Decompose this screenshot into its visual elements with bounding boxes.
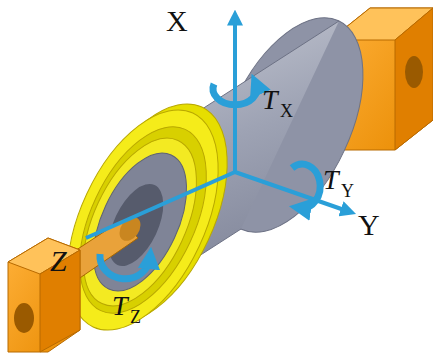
- yellow-flange: [37, 81, 258, 353]
- torque-arrows: [100, 84, 320, 279]
- axis-label: Z: [50, 246, 67, 276]
- axis-label: Y: [358, 210, 380, 240]
- torque-subscript: Z: [130, 308, 141, 326]
- torque-subscript: Y: [341, 182, 354, 200]
- coordinate-axes: [86, 16, 350, 238]
- torque-subscript: X: [280, 102, 293, 120]
- torque-symbol: T: [323, 166, 339, 194]
- axis-label: X: [166, 6, 188, 36]
- left-clevis: [8, 238, 80, 352]
- torque-symbol: T: [262, 86, 278, 114]
- torque-symbol: T: [112, 292, 128, 320]
